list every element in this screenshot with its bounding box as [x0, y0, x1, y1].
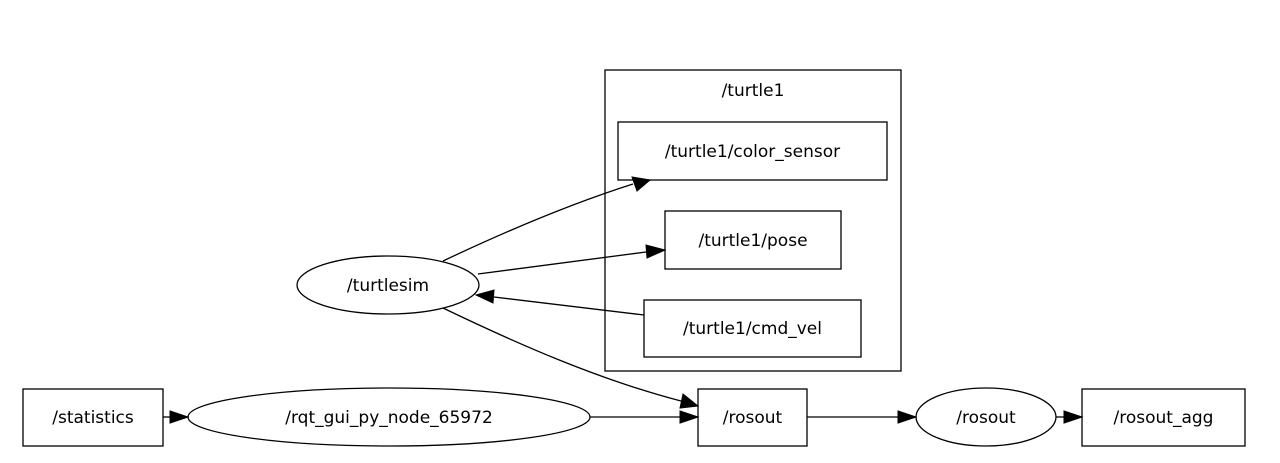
arrowhead — [679, 410, 700, 424]
topic-cmd-vel[interactable]: /turtle1/cmd_vel — [643, 299, 862, 358]
node-rosout[interactable]: /rosout — [915, 387, 1057, 447]
topic-rosout-agg[interactable]: /rosout_agg — [1081, 388, 1246, 447]
topic-cmd-vel-label: /turtle1/cmd_vel — [683, 319, 822, 339]
node-rosout-label: /rosout — [956, 408, 1016, 428]
arrowhead — [474, 289, 495, 304]
topic-statistics[interactable]: /statistics — [22, 388, 164, 447]
edge-line — [477, 251, 647, 275]
topic-color-sensor[interactable]: /turtle1/color_sensor — [617, 121, 888, 181]
topic-rosout[interactable]: /rosout — [697, 388, 808, 447]
edge-turtlesim-to-rosout — [442, 307, 700, 409]
topic-pose-label: /turtle1/pose — [698, 231, 807, 251]
node-rqt-gui[interactable]: /rqt_gui_py_node_65972 — [187, 387, 591, 447]
arrowhead — [645, 244, 667, 259]
arrowhead — [1063, 410, 1084, 424]
topic-rosout-label: /rosout — [723, 408, 783, 428]
arrowhead — [679, 393, 700, 409]
edge-rosout-topic-to-rosout-node — [807, 410, 918, 424]
topic-pose-box[interactable] — [664, 210, 842, 270]
arrowhead — [169, 410, 190, 424]
edge-rosout-node-to-rosout-agg — [1056, 410, 1084, 424]
node-turtlesim[interactable]: /turtlesim — [296, 255, 480, 315]
topic-rosout-agg-label: /rosout_agg — [1114, 408, 1214, 428]
edge-line — [493, 296, 645, 316]
edge-rqt-gui-to-rosout — [590, 410, 700, 424]
node-turtlesim-ellipse[interactable] — [296, 255, 480, 315]
cluster-turtle1-label: /turtle1 — [722, 81, 785, 101]
topic-rosout-agg-box[interactable] — [1081, 388, 1246, 447]
topic-color-sensor-box[interactable] — [617, 121, 888, 181]
arrowhead — [897, 410, 918, 424]
topic-pose[interactable]: /turtle1/pose — [664, 210, 842, 270]
edge-statistics-to-rqt-gui — [163, 410, 190, 424]
edge-turtlesim-to-pose — [477, 244, 667, 275]
edge-line — [442, 183, 634, 262]
edge-cmd-vel-to-turtlesim — [474, 289, 645, 316]
topic-color-sensor-label: /turtle1/color_sensor — [665, 142, 840, 162]
edge-line — [442, 307, 682, 402]
topic-statistics-label: /statistics — [52, 408, 134, 428]
node-turtlesim-label: /turtlesim — [347, 276, 429, 296]
topic-rosout-box[interactable] — [697, 388, 808, 447]
arrowhead — [631, 176, 652, 192]
node-rqt-gui-label: /rqt_gui_py_node_65972 — [285, 408, 493, 428]
topic-statistics-box[interactable] — [22, 388, 164, 447]
topic-cmd-vel-box[interactable] — [643, 299, 862, 358]
edge-turtlesim-to-color-sensor — [442, 176, 652, 262]
